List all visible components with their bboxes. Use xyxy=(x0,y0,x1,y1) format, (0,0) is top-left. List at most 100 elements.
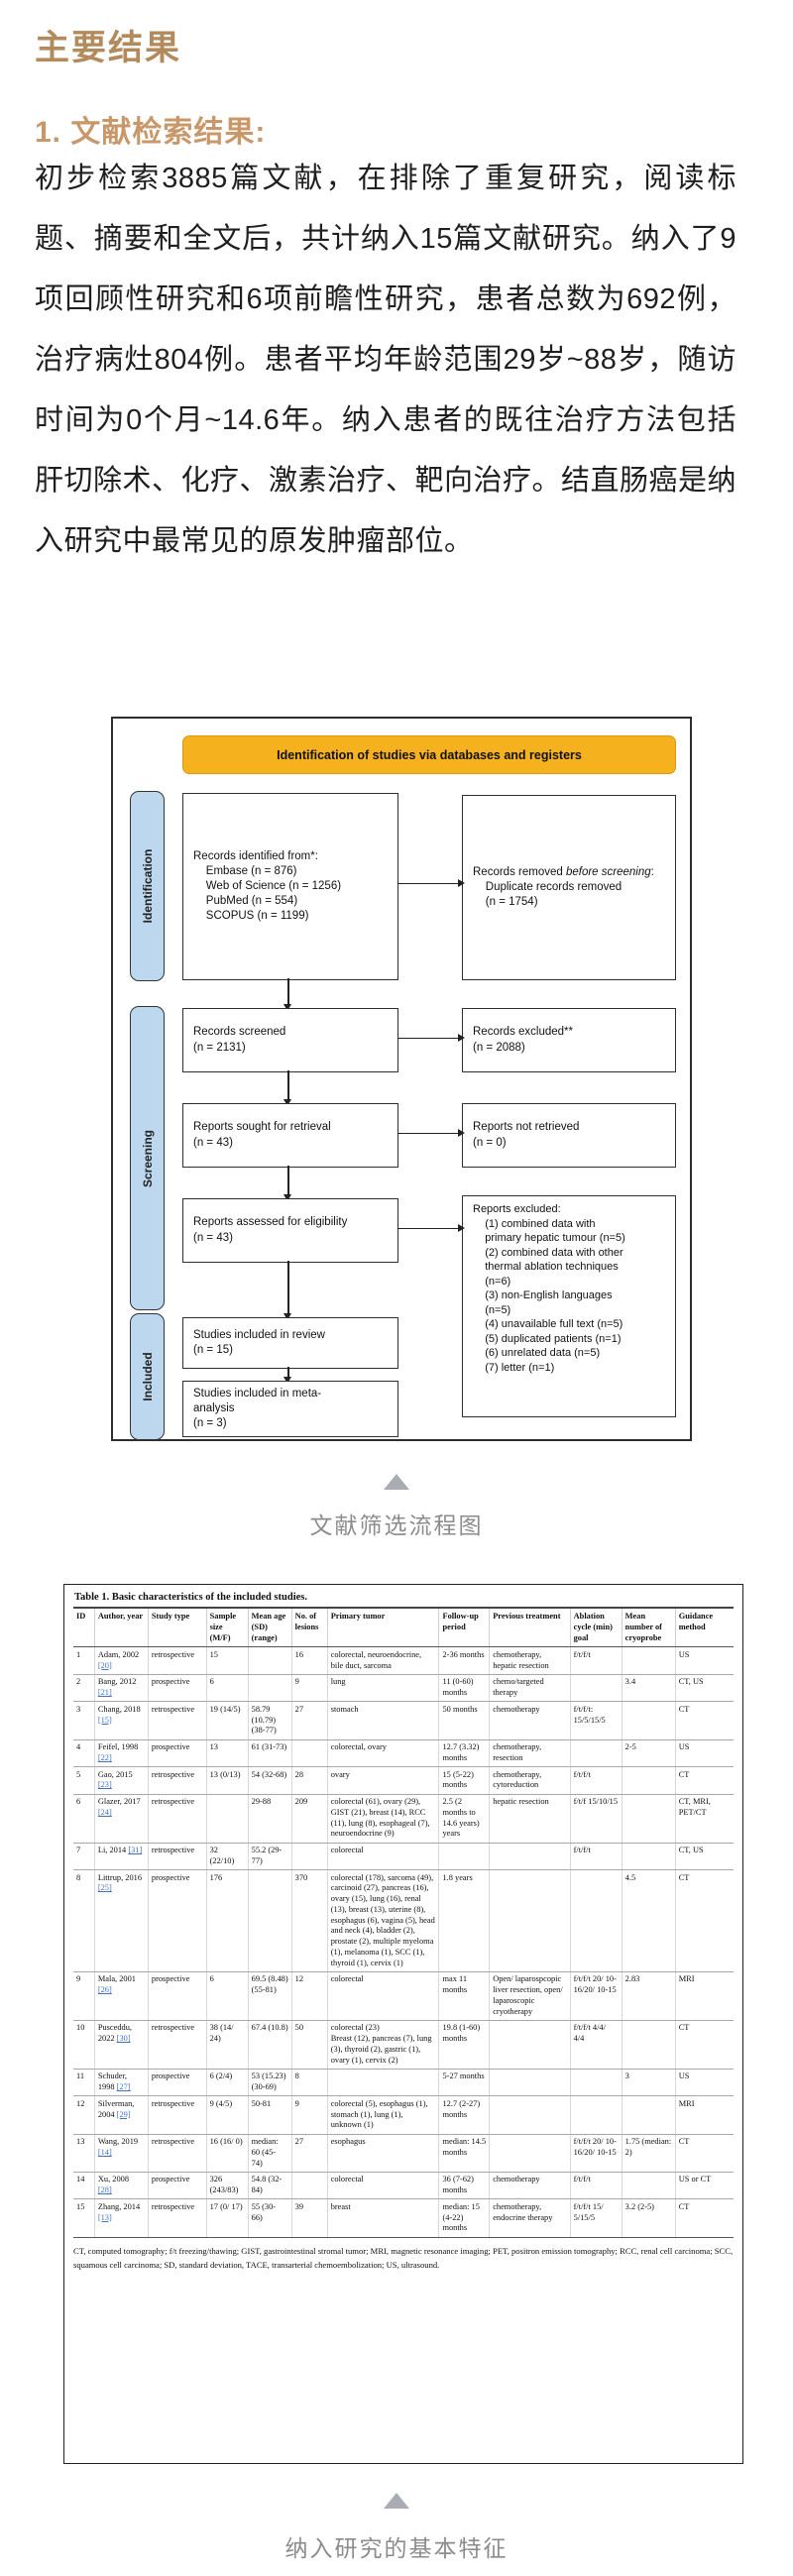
table-cell: 12.7 (3.32) months xyxy=(438,1739,490,1767)
reference-link[interactable]: [25] xyxy=(97,1883,112,1893)
table-cell: 1 xyxy=(73,1646,95,1675)
table-cell xyxy=(621,2172,676,2200)
table-cell: 19.8 (1-60) months xyxy=(438,2020,490,2070)
reference-link[interactable]: [28] xyxy=(97,2185,112,2194)
table-cell: 58.79 (10.79) (38-77) xyxy=(247,1701,292,1740)
reference-link[interactable]: [29] xyxy=(116,2109,131,2119)
table-cell: Zhang, 2014 [13] xyxy=(93,2198,149,2238)
table-cell: 3.2 (2-5) xyxy=(621,2198,676,2238)
flow-diagram-caption: 文献筛选流程图 xyxy=(309,1512,484,1538)
table-cell: Littrup, 2016 [25] xyxy=(93,1869,149,1972)
table-cell: CT xyxy=(674,2198,734,2238)
table-cell: colorectal (23) Breast (12), pancreas (7… xyxy=(326,2020,439,2070)
table-cell: 38 (14/ 24) xyxy=(205,2020,249,2070)
table-cell: 10 xyxy=(73,2020,95,2070)
table-cell: Schuder, 1998 [27] xyxy=(93,2069,149,2097)
table-cell: 3.4 xyxy=(621,1674,676,1703)
column-header: No. of lesions xyxy=(290,1609,328,1648)
table-cell: 9 xyxy=(73,1971,95,2021)
reference-link[interactable]: [15] xyxy=(97,1715,112,1725)
table-cell: f/t/f/t 20/ 10-16/20/ 10-15 xyxy=(569,2134,623,2173)
studies-table-figure: Table 1. Basic characteristics of the in… xyxy=(63,1584,743,2464)
table-cell: 12.7 (2-27) months xyxy=(438,2095,490,2135)
table-cell: colorectal xyxy=(326,2172,439,2200)
table-cell: 4.5 xyxy=(621,1869,676,1972)
column-header: Mean number of cryoprobe xyxy=(621,1609,676,1648)
collapse-caret-icon xyxy=(384,1474,409,1490)
table-cell: colorectal xyxy=(326,1843,439,1870)
reference-link[interactable]: [27] xyxy=(116,2082,131,2091)
table-cell: 55.2 (29-77) xyxy=(247,1843,292,1870)
box-records-removed: Records removed before screening: Duplic… xyxy=(462,795,676,980)
table-cell: Mala, 2001 [26] xyxy=(93,1971,149,2021)
table-cell: Feifel, 1998 [22] xyxy=(93,1739,149,1767)
table-cell: US xyxy=(674,1739,734,1767)
table-cell xyxy=(489,2134,571,2173)
reference-link[interactable]: [20] xyxy=(97,1660,112,1670)
table-cell: 7 xyxy=(73,1843,95,1870)
table-cell: Li, 2014 [31] xyxy=(93,1843,149,1870)
table-cell: 69.5 (8.48) (55-81) xyxy=(247,1971,292,2021)
box-studies-in-meta: Studies included in meta- analysis (n = … xyxy=(182,1381,398,1437)
reference-link[interactable]: [24] xyxy=(97,1807,112,1817)
column-header: Follow-up period xyxy=(438,1609,490,1648)
reference-link[interactable]: [26] xyxy=(97,1985,112,1994)
table-cell xyxy=(621,1701,676,1740)
table-cell: f/t/f 15/10/15 xyxy=(569,1794,623,1844)
table-cell: 16 (16/ 0) xyxy=(205,2134,249,2173)
table-cell: 27 xyxy=(290,2134,328,2173)
table-cell: 326 (243/83) xyxy=(205,2172,249,2200)
table-cell: colorectal (5), esophagus (1), stomach (… xyxy=(326,2095,439,2135)
table-cell: 6 xyxy=(205,1674,249,1703)
table-cell: Gao, 2015 [23] xyxy=(93,1766,149,1795)
column-header: Primary tumor xyxy=(326,1609,439,1648)
reference-link[interactable]: [22] xyxy=(97,1752,112,1762)
table-cell xyxy=(621,1766,676,1795)
table-cell: 16 xyxy=(290,1646,328,1675)
table-cell: 370 xyxy=(290,1869,328,1972)
box-reports-excluded-reasons: Reports excluded: (1) combined data with… xyxy=(462,1195,676,1417)
table-cell xyxy=(621,2020,676,2070)
table-cell: US xyxy=(674,1646,734,1675)
table-cell xyxy=(569,1869,623,1972)
table-cell xyxy=(621,2095,676,2135)
section-heading: 1. 文献检索结果: xyxy=(35,116,267,149)
table-cell xyxy=(489,1869,571,1972)
table-cell: 176 xyxy=(205,1869,249,1972)
table-cell: 4 xyxy=(73,1739,95,1767)
table-cell: prospective xyxy=(147,2069,207,2097)
table-cell: f/t/f/t xyxy=(569,1646,623,1675)
table-cell xyxy=(247,1674,292,1703)
reference-link[interactable]: [14] xyxy=(97,2147,112,2157)
arrow-assessed-to-excluded-reasons xyxy=(397,1224,465,1232)
table-cell: Pusceddu, 2022 [30] xyxy=(93,2020,149,2070)
stage-screening: Screening xyxy=(130,1006,165,1310)
table-cell: 15 (5-22) months xyxy=(438,1766,490,1795)
table-cell xyxy=(621,1843,676,1870)
table-footnote: CT, computed tomography; f/t freezing/th… xyxy=(73,2245,734,2271)
stage-identification: Identification xyxy=(130,791,165,981)
table-cell: chemotherapy xyxy=(489,2172,571,2200)
table-cell: retrospective xyxy=(147,2134,207,2173)
stage-included: Included xyxy=(130,1313,165,1440)
reference-link[interactable]: [23] xyxy=(97,1780,112,1790)
reference-link[interactable]: [31] xyxy=(128,1846,143,1854)
table-cell: 8 xyxy=(73,1869,95,1972)
table-cell: 50 months xyxy=(438,1701,490,1740)
reference-link[interactable]: [21] xyxy=(97,1688,112,1697)
table-cell: retrospective xyxy=(147,1701,207,1740)
table-cell: chemotherapy, cytoreduction xyxy=(489,1766,571,1795)
reference-link[interactable]: [30] xyxy=(116,2034,131,2043)
table-cell: colorectal (61), ovary (29), GIST (21), … xyxy=(326,1794,439,1844)
table-cell xyxy=(569,1674,623,1703)
table-cell: retrospective xyxy=(147,2095,207,2135)
reference-link[interactable]: [13] xyxy=(97,2212,112,2222)
table-cell: median: 14.5 months xyxy=(438,2134,490,2173)
table-cell: 209 xyxy=(290,1794,328,1844)
table-cell: retrospective xyxy=(147,1794,207,1844)
arrow-sought-down xyxy=(284,1166,290,1201)
